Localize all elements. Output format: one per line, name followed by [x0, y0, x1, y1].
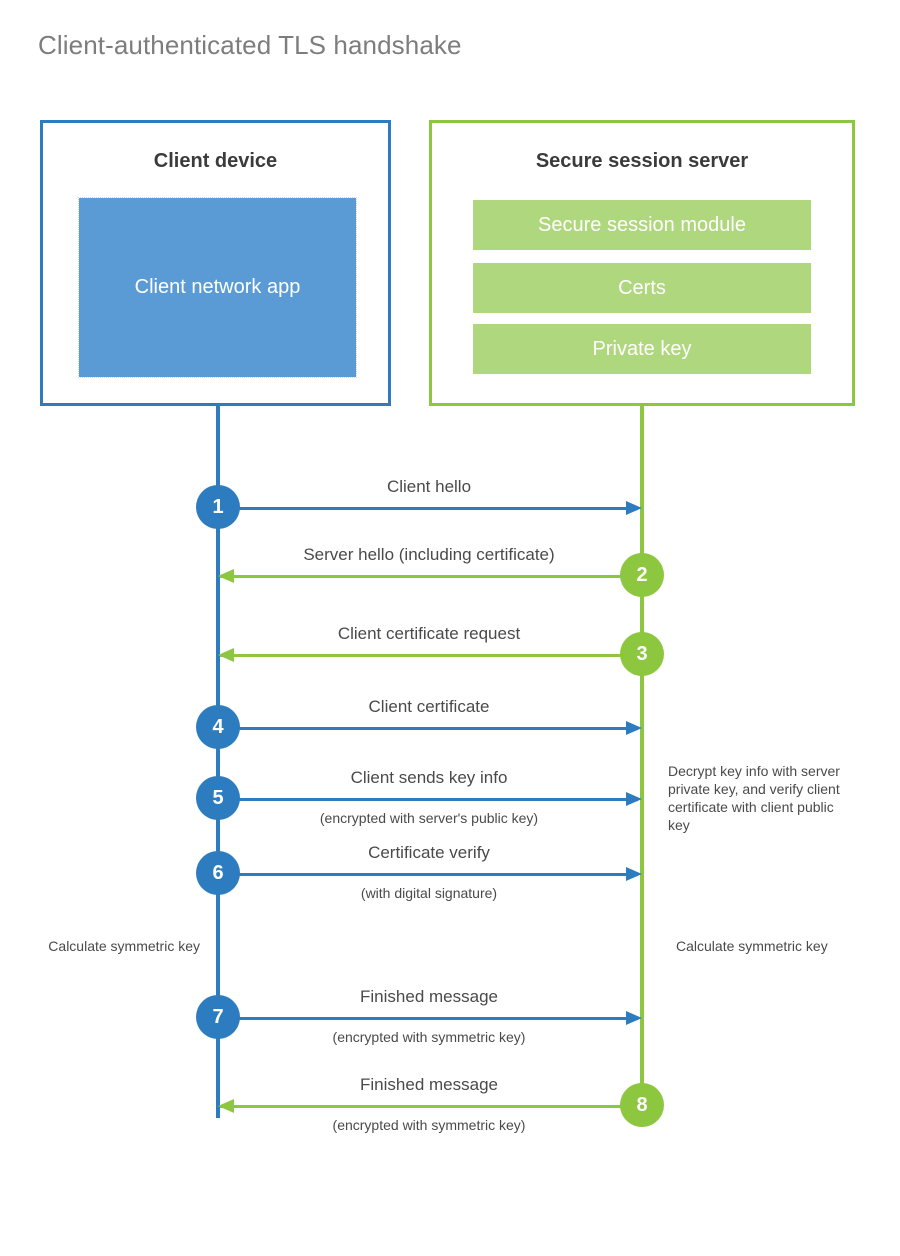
client-network-app-label: Client network app: [134, 276, 301, 298]
server-module-label: Certs: [618, 276, 666, 299]
message-sublabel: (encrypted with server's public key): [319, 810, 539, 826]
step-badge-7: 7: [196, 995, 240, 1039]
server-module-secure-session-module: Secure session module: [473, 200, 811, 250]
server-module-certs: Certs: [473, 263, 811, 313]
client-device-title: Client device: [153, 150, 278, 172]
arrow-head-icon: [626, 1011, 642, 1025]
annotation-server-calculate-symmetric-key: Calculate symmetric key: [676, 938, 828, 954]
server-module-label: Private key: [592, 337, 692, 360]
arrow-head-icon: [626, 721, 642, 735]
arrow-head-icon: [218, 1099, 234, 1113]
message-label: Certificate verify: [368, 843, 490, 862]
arrow-line: [218, 873, 638, 876]
arrow-head-icon: [626, 501, 642, 515]
secure-session-server-title: Secure session server: [535, 150, 749, 172]
step-badge-5: 5: [196, 776, 240, 820]
message-label: Client certificate: [368, 697, 490, 716]
arrow-head-icon: [626, 792, 642, 806]
arrow-line: [218, 507, 638, 510]
client-network-app-block: Client network app: [78, 197, 357, 378]
step-badge-8: 8: [620, 1083, 664, 1127]
message-label: Client hello: [386, 477, 472, 496]
annotation-client-calculate-symmetric-key: Calculate symmetric key: [48, 938, 200, 954]
arrow-head-icon: [218, 569, 234, 583]
message-label: Client certificate request: [337, 624, 521, 643]
arrow-head-icon: [626, 867, 642, 881]
arrow-line: [220, 1105, 642, 1108]
server-module-label: Secure session module: [538, 213, 746, 236]
message-sublabel: (with digital signature): [360, 885, 498, 901]
message-sublabel: (encrypted with symmetric key): [332, 1117, 526, 1133]
step-badge-6: 6: [196, 851, 240, 895]
page-title: Client-authenticated TLS handshake: [38, 30, 462, 60]
arrow-head-icon: [218, 648, 234, 662]
step-badge-3: 3: [620, 632, 664, 676]
arrow-line: [218, 798, 638, 801]
message-label: Client sends key info: [350, 768, 508, 787]
annotation-decrypt-key-info: Decrypt key info with server private key…: [668, 763, 840, 833]
arrow-line: [220, 654, 642, 657]
message-label: Finished message: [360, 1075, 498, 1094]
step-badge-4: 4: [196, 705, 240, 749]
step-badge-1: 1: [196, 485, 240, 529]
secure-session-server-box: Secure session server Secure session mod…: [429, 120, 855, 406]
server-lifeline: [640, 406, 644, 1106]
message-sublabel: (encrypted with symmetric key): [332, 1029, 526, 1045]
arrow-line: [218, 727, 638, 730]
message-label: Server hello (including certificate): [303, 545, 555, 564]
message-label: Finished message: [360, 987, 498, 1006]
client-device-box: Client device Client network app: [40, 120, 391, 406]
server-module-private-key: Private key: [473, 324, 811, 374]
step-badge-2: 2: [620, 553, 664, 597]
arrow-line: [220, 575, 642, 578]
arrow-line: [218, 1017, 638, 1020]
client-lifeline: [216, 406, 220, 1118]
